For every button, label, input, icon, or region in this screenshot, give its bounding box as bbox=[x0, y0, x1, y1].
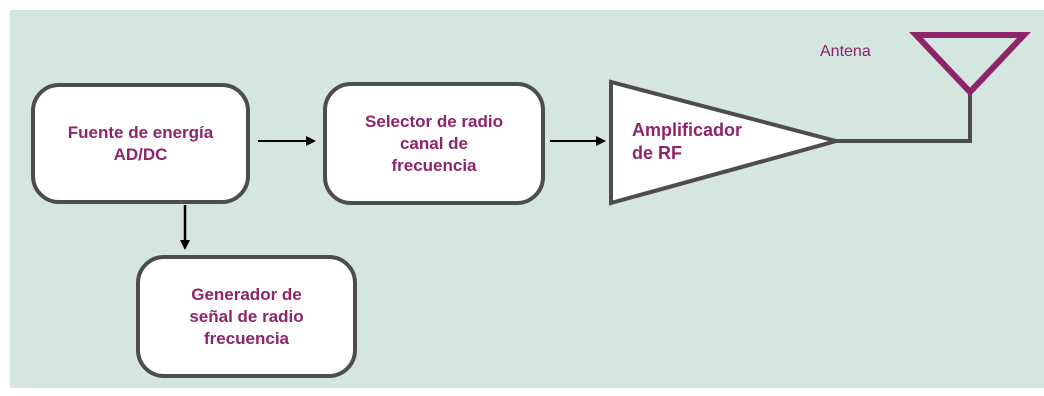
amplifier-triangle bbox=[609, 79, 844, 206]
antenna-icon bbox=[909, 32, 1031, 97]
channel-selector-box: Selector de radio canal de frecuencia bbox=[323, 82, 545, 205]
channel-selector-label: Selector de radio canal de frecuencia bbox=[365, 111, 503, 175]
power-source-box: Fuente de energía AD/DC bbox=[31, 83, 250, 204]
antenna-label: Antena bbox=[820, 43, 871, 60]
rf-generator-label: Generador de señal de radio frecuencia bbox=[189, 284, 304, 348]
antenna-feed-line bbox=[836, 92, 972, 143]
rf-generator-box: Generador de señal de radio frecuencia bbox=[136, 255, 357, 378]
power-source-label: Fuente de energía AD/DC bbox=[67, 122, 214, 164]
rf-amplifier-label: Amplificador de RF bbox=[632, 120, 743, 163]
